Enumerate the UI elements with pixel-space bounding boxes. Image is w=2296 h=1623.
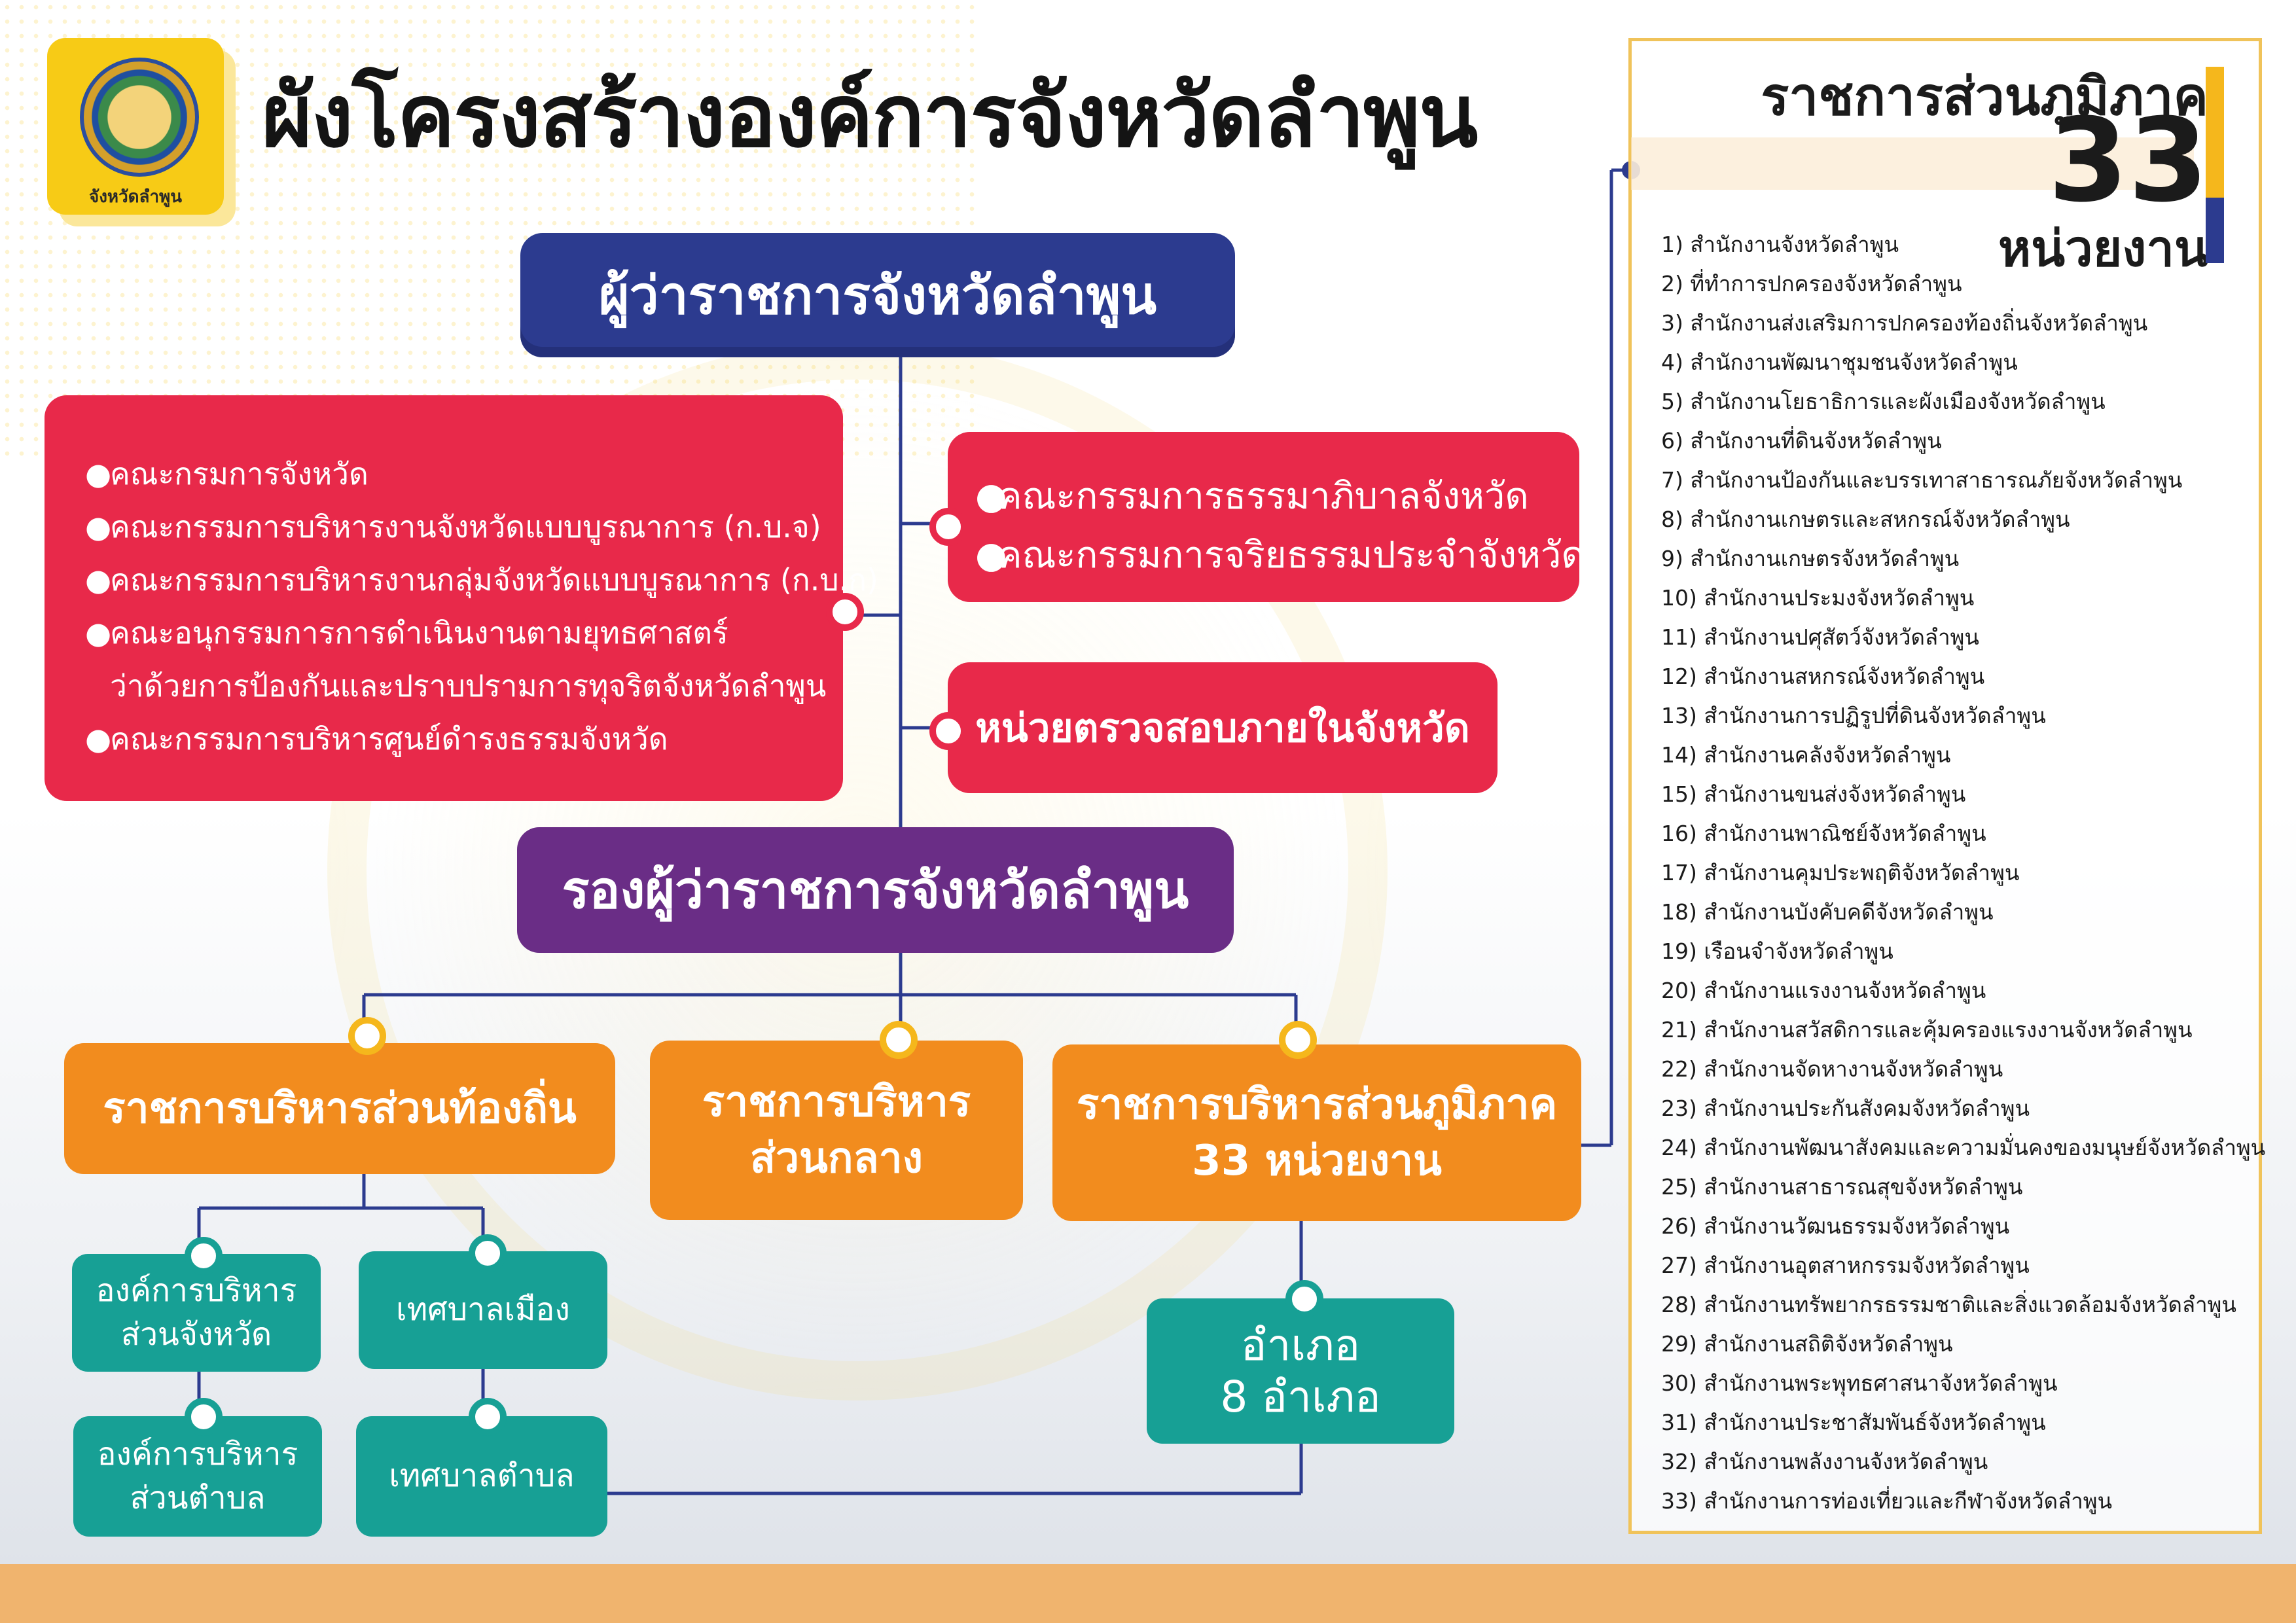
regional-unit-item: 3) สำนักงานส่งเสริมการปกครองท้องถิ่นจังห… bbox=[1661, 310, 2148, 336]
connector-knob bbox=[185, 1398, 223, 1436]
regional-unit-item: 19) เรือนจำจังหวัดลำพูน bbox=[1661, 938, 1893, 964]
panel-accent-yellow bbox=[2206, 67, 2224, 198]
connector-knob bbox=[929, 508, 967, 546]
committees-right-box: ●คณะกรรมการธรรมาภิบาลจังหวัด ●คณะกรรมการ… bbox=[948, 432, 1585, 602]
regional-unit-item: 2) ที่ทำการปกครองจังหวัดลำพูน bbox=[1661, 271, 1962, 296]
internal-audit-box: หน่วยตรวจสอบภายในจังหวัด bbox=[948, 662, 1498, 793]
subdistrict-municipality-box: เทศบาลตำบล bbox=[356, 1416, 607, 1537]
local-administration-box: ราชการบริหารส่วนท้องถิ่น bbox=[64, 1043, 615, 1174]
bottom-bar bbox=[0, 1564, 2296, 1623]
connector-knob bbox=[826, 593, 864, 631]
regional-unit-item: 12) สำนักงานสหกรณ์จังหวัดลำพูน bbox=[1661, 664, 1985, 689]
regional-unit-item: 21) สำนักงานสวัสดิการและคุ้มครองแรงงานจั… bbox=[1661, 1017, 2193, 1043]
regional-unit-item: 31) สำนักงานประชาสัมพันธ์จังหวัดลำพูน bbox=[1661, 1410, 2046, 1435]
regional-unit-item: 14) สำนักงานคลังจังหวัดลำพูน bbox=[1661, 742, 1951, 768]
connector-knob bbox=[348, 1017, 386, 1055]
connector-knob bbox=[880, 1021, 918, 1059]
regional-unit-item: 20) สำนักงานแรงงานจังหวัดลำพูน bbox=[1661, 978, 1986, 1003]
regional-unit-list: 1) สำนักงานจังหวัดลำพูน 2) ที่ทำการปกครอง… bbox=[1661, 225, 2265, 1521]
committee-item: ●คณะกรรมการบริหารงานจังหวัดแบบบูรณาการ (… bbox=[85, 509, 821, 544]
subdistrict-admin-org-box: องค์การบริหารส่วนตำบล bbox=[73, 1416, 322, 1537]
central-administration-box: ราชการบริหารส่วนกลาง bbox=[650, 1041, 1023, 1220]
logo-caption: จังหวัดลำพูน bbox=[89, 187, 182, 207]
regional-units-panel bbox=[1628, 38, 2262, 1534]
regional-unit-item: 28) สำนักงานทรัพยากรธรรมชาติและสิ่งแวดล้… bbox=[1661, 1292, 2236, 1317]
connector-knob bbox=[469, 1398, 507, 1436]
regional-unit-item: 25) สำนักงานสาธารณสุขจังหวัดลำพูน bbox=[1661, 1174, 2023, 1200]
regional-unit-item: 33) สำนักงานการท่องเที่ยวและกีฬาจังหวัดล… bbox=[1661, 1488, 2113, 1514]
page-title: ผังโครงสร้างองค์การจังหวัดลำพูน bbox=[262, 66, 1478, 167]
regional-unit-item: 8) สำนักงานเกษตรและสหกรณ์จังหวัดลำพูน bbox=[1661, 507, 2070, 532]
connector-knob bbox=[1285, 1280, 1323, 1318]
province-logo: จังหวัดลำพูน bbox=[47, 38, 224, 215]
committees-left-box: ●คณะกรมการจังหวัด ●คณะกรรมการบริหารงานจั… bbox=[45, 395, 878, 801]
connector-knob bbox=[469, 1234, 507, 1272]
regional-unit-item: 30) สำนักงานพระพุทธศาสนาจังหวัดลำพูน bbox=[1661, 1370, 2058, 1396]
connector-knob bbox=[1279, 1021, 1317, 1059]
connector-knob bbox=[185, 1237, 223, 1275]
regional-unit-item: 13) สำนักงานการปฏิรูปที่ดินจังหวัดลำพูน bbox=[1661, 703, 2046, 728]
regional-unit-item: 9) สำนักงานเกษตรจังหวัดลำพูน bbox=[1661, 546, 1960, 571]
regional-unit-item: 17) สำนักงานคุมประพฤติจังหวัดลำพูน bbox=[1661, 860, 2020, 885]
regional-unit-item: 32) สำนักงานพลังงานจังหวัดลำพูน bbox=[1661, 1449, 1988, 1474]
panel-count: 33 bbox=[2048, 94, 2208, 228]
committee-item: ●คณะกรรมการบริหารงานกลุ่มจังหวัดแบบบูรณา… bbox=[85, 562, 878, 597]
regional-unit-item: 4) สำนักงานพัฒนาชุมชนจังหวัดลำพูน bbox=[1661, 349, 2018, 375]
regional-unit-item: 15) สำนักงานขนส่งจังหวัดลำพูน bbox=[1661, 781, 1966, 807]
committee-item: ●คณะกรมการจังหวัด bbox=[85, 456, 368, 491]
regional-unit-item: 16) สำนักงานพาณิชย์จังหวัดลำพูน bbox=[1661, 821, 1986, 846]
committee-item: ●คณะกรรมการบริหารศูนย์ดำรงธรรมจังหวัด bbox=[85, 721, 668, 757]
committee-item: ●คณะกรรมการจริยธรรมประจำจังหวัด bbox=[975, 534, 1585, 577]
regional-unit-item: 29) สำนักงานสถิติจังหวัดลำพูน bbox=[1661, 1331, 1953, 1357]
regional-unit-item: 27) สำนักงานอุตสาหกรรมจังหวัดลำพูน bbox=[1661, 1253, 2030, 1278]
governor-box: ผู้ว่าราชการจังหวัดลำพูน bbox=[520, 233, 1235, 357]
regional-unit-item: 26) สำนักงานวัฒนธรรมจังหวัดลำพูน bbox=[1661, 1213, 2010, 1239]
regional-unit-item: 10) สำนักงานประมงจังหวัดลำพูน bbox=[1661, 585, 1975, 611]
committee-item: ●คณะกรรมการธรรมาภิบาลจังหวัด bbox=[975, 475, 1529, 518]
regional-unit-item: 18) สำนักงานบังคับคดีจังหวัดลำพูน bbox=[1661, 899, 1994, 925]
committee-item-continued: ว่าด้วยการป้องกันและปราบปรามการทุจริตจัง… bbox=[110, 668, 827, 704]
regional-unit-item: 1) สำนักงานจังหวัดลำพูน bbox=[1661, 232, 1899, 257]
regional-unit-item: 24) สำนักงานพัฒนาสังคมและความมั่นคงของมน… bbox=[1661, 1135, 2266, 1160]
panel-accent-blue bbox=[2206, 198, 2224, 263]
provincial-admin-org-box: องค์การบริหารส่วนจังหวัด bbox=[72, 1254, 321, 1372]
panel-title-band bbox=[1631, 137, 2194, 190]
deputy-governor-box: รองผู้ว่าราชการจังหวัดลำพูน bbox=[517, 827, 1234, 953]
regional-unit-item: 11) สำนักงานปศุสัตว์จังหวัดลำพูน bbox=[1661, 624, 1979, 650]
committee-item: ●คณะอนุกรรมการการดำเนินงานตามยุทธศาสตร์ bbox=[85, 615, 728, 651]
regional-unit-item: 23) สำนักงานประกันสังคมจังหวัดลำพูน bbox=[1661, 1096, 2030, 1121]
regional-unit-item: 7) สำนักงานป้องกันและบรรเทาสาธารณภัยจังห… bbox=[1661, 467, 2183, 493]
panel-unit: หน่วยงาน bbox=[1998, 219, 2208, 277]
regional-unit-item: 5) สำนักงานโยธาธิการและผังเมืองจังหวัดลำ… bbox=[1661, 389, 2106, 414]
regional-unit-item: 6) สำนักงานที่ดินจังหวัดลำพูน bbox=[1661, 428, 1942, 454]
province-seal-icon bbox=[80, 58, 199, 177]
panel-title: ราชการส่วนภูมิภาค bbox=[1761, 66, 2208, 127]
connector-knob bbox=[929, 712, 967, 750]
regional-unit-item: 22) สำนักงานจัดหางานจังหวัดลำพูน bbox=[1661, 1056, 2003, 1082]
